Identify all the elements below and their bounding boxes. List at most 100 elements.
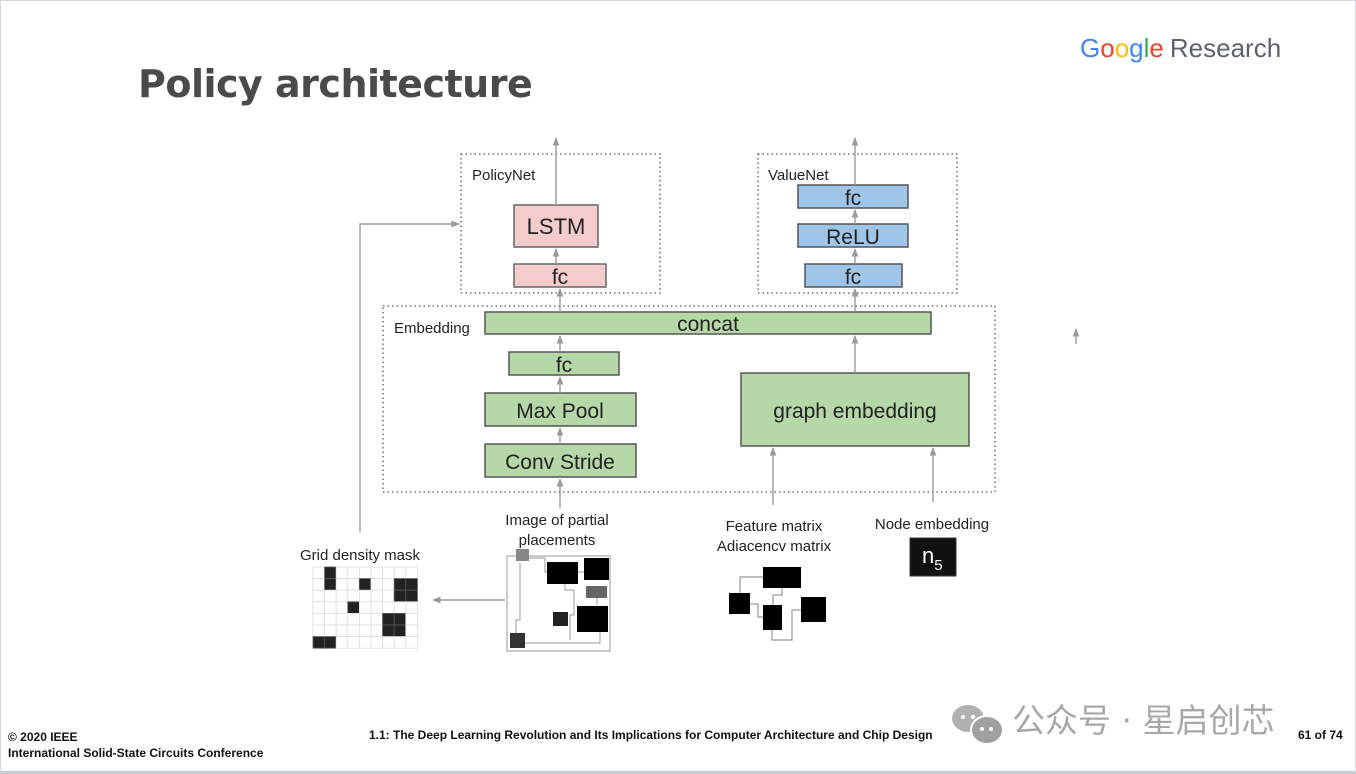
placement-node-n3 [577,606,608,632]
grid-cell-filled [312,636,326,649]
watermark: 公众号 · 星启创芯 [952,694,1275,745]
placement-node-n4 [553,612,568,626]
grid-cell-filled [382,613,395,626]
footer-conference: International Solid-State Circuits Confe… [8,746,264,760]
concat-label: concat [677,313,739,336]
embedding-fc-label: fc [556,354,572,377]
grid-cell-empty [393,601,407,614]
grid-cell-empty [324,589,337,603]
grid-cell-empty [312,624,326,638]
grid-cell-empty [382,636,395,649]
logo-letter: g [1129,33,1144,63]
grid-cell-empty [405,624,418,638]
valuenet-fc-top-layer [797,184,909,209]
grid-cell-empty [405,566,418,580]
logo-letter: G [1080,33,1101,63]
mask-to-policynet-arrow [359,220,460,532]
adjacency-graph-image [729,567,826,641]
logo-research-text: Research [1169,33,1282,63]
graph-node-n3 [763,605,782,630]
partial-placement-label-1: Image of partial [505,512,608,529]
grid-cell-empty [335,578,349,591]
grid-cell-filled [405,578,418,591]
grid-cell-filled [324,578,337,591]
grid-cell-empty [347,566,360,580]
grid-cell-empty [382,589,395,603]
concat-layer [484,311,932,335]
grid-cell-empty [335,589,349,603]
placement-node-n2 [510,633,525,648]
grid-cell-empty [370,566,384,580]
grid-cell-empty [370,613,384,626]
grid-cell-empty [335,624,349,638]
grid-cell-empty [382,578,395,591]
grid-cell-empty [324,624,337,638]
graph-embedding-label: graph embedding [773,400,936,423]
valuenet-fc-bottom-label: fc [845,266,861,289]
max-pool-label: Max Pool [516,400,604,423]
watermark-text: 公众号 · 星启创芯 [1012,701,1275,740]
valuenet-fc-bottom-layer [804,263,903,288]
grid-cell-empty [335,566,349,580]
graph-edges [739,576,801,641]
grid-cell-empty [312,589,326,603]
placement-node-n5 [584,558,609,580]
grid-mask-label: Grid density mask [300,547,421,564]
policynet-fc-label: fc [552,266,568,289]
conv-stride-layer [484,443,637,478]
grid-cell-empty [335,601,349,614]
grid-cell-empty [358,636,372,649]
relu-label: ReLU [826,226,880,249]
partial-placement-image [506,549,611,652]
grid-cell-empty [358,613,372,626]
grid-cell-filled [393,578,407,591]
grid-cell-empty [382,601,395,614]
grid-cell-empty [358,566,372,580]
grid-cell-empty [358,601,372,614]
graph-node-n2 [801,597,826,622]
grid-cell-empty [312,601,326,614]
valuenet-fc-top-label: fc [845,187,861,210]
grid-cell-empty [347,613,360,626]
grid-cell-empty [312,613,326,626]
grid-cell-empty [312,578,326,591]
logo-letter: o [1100,33,1115,63]
logo-letter: e [1149,33,1164,63]
slide-title: Policy architecture [138,62,533,106]
feature-matrix-label: Feature matrix [726,518,823,535]
policynet-label: PolicyNet [472,167,536,184]
embedding-fc-layer [508,351,620,376]
embedding-group [382,305,996,493]
graph-embedding-layer [740,372,970,447]
grid-cell-empty [405,613,418,626]
grid-cell-filled [324,636,337,649]
footer-talk-title: 1.1: The Deep Learning Revolution and It… [369,728,933,742]
grid-cell-filled [393,589,407,603]
placement-node-n7 [547,562,578,584]
grid-cell-empty [347,589,360,603]
grid-cell-filled [393,613,407,626]
partial-placement-label-2: placements [519,532,596,549]
grid-cell-filled [405,589,418,603]
adjacency-matrix-label: Adiacencv matrix [717,538,832,555]
grid-cell-empty [370,636,384,649]
grid-cell-empty [324,613,337,626]
grid-cell-empty [393,636,407,649]
grid-cell-empty [347,624,360,638]
node-n5-label: n5 [922,543,943,574]
grid-cell-empty [347,578,360,591]
placement-node-n6 [586,586,607,598]
grid-cell-filled [382,624,395,638]
grid-cell-empty [358,589,372,603]
embedding-label: Embedding [394,320,470,337]
arrows [359,137,1080,604]
node-embedding-label: Node embedding [875,516,989,533]
logo-letter: o [1114,33,1130,63]
grid-cell-empty [382,566,395,580]
graph-node-n4 [729,593,750,614]
grid-cell-empty [370,589,384,603]
lstm-layer [513,204,599,248]
grid-cell-empty [370,578,384,591]
